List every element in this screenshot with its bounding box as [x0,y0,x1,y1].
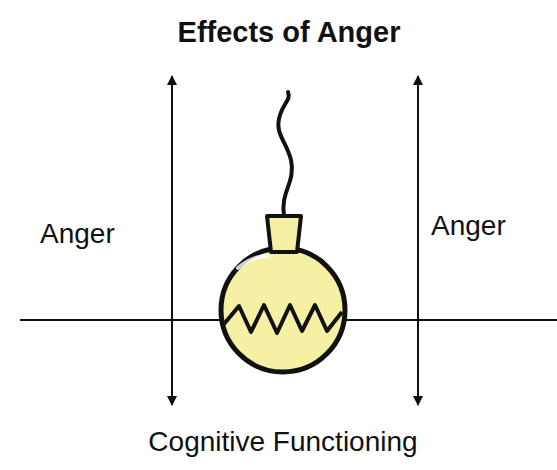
axis-label: Anger [40,218,115,250]
bomb-highlight [238,256,268,268]
crack-zigzag [224,305,342,333]
axis-label: Cognitive Functioning [148,426,417,458]
diagram-title: Effects of Anger [178,16,401,49]
axis-label: Anger [431,210,506,242]
bomb-fuse [278,92,292,216]
bomb-cap [267,216,301,252]
double-arrow [417,76,419,405]
double-arrow [171,76,173,405]
bomb-body [221,248,345,372]
